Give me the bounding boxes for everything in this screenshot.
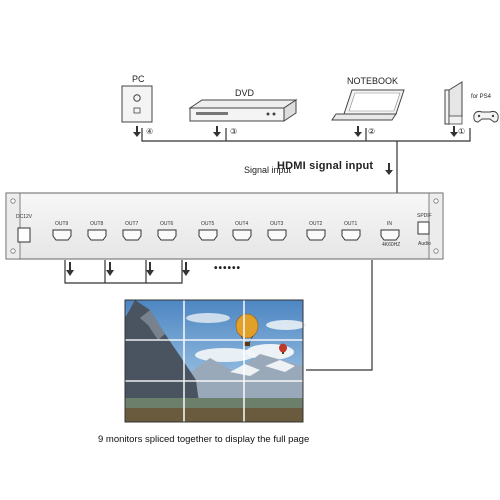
source-number-4: ④ <box>146 127 154 136</box>
source-arrows <box>133 126 458 137</box>
notebook-label: NOTEBOOK <box>347 76 399 86</box>
caption-text: 9 monitors spliced together to display t… <box>98 434 310 445</box>
more-outputs-dots: •••••• <box>214 263 242 274</box>
out9-label: OUT9 <box>55 221 69 227</box>
hdmi-port-out4 <box>232 229 252 241</box>
hdmi-signal-input-label: HDMI signal input <box>277 160 374 172</box>
ps4-label: for PS4 <box>471 94 492 100</box>
hdmi-output-ports <box>52 229 400 241</box>
balloon-large <box>235 313 259 339</box>
source-number-3: ③ <box>230 127 238 136</box>
out8-label: OUT8 <box>90 221 104 227</box>
dc-power-label: DC12V <box>16 214 33 220</box>
hdmi-port-out1 <box>341 229 361 241</box>
out1-label: OUT1 <box>344 221 358 227</box>
output-arrows <box>66 262 190 276</box>
hdmi-port-out8 <box>87 229 107 241</box>
output-connection-lines <box>64 260 373 371</box>
hdmi-port-out7 <box>122 229 142 241</box>
source-number-2: ② <box>368 127 376 136</box>
hdmi-input-arrow <box>385 163 393 175</box>
out5-label: OUT5 <box>201 221 215 227</box>
dc-power-port <box>17 227 31 243</box>
video-wall <box>124 299 306 423</box>
signal-input-label: Signal input <box>244 165 292 175</box>
out2-label: OUT2 <box>309 221 323 227</box>
pc-label: PC <box>132 74 145 84</box>
spdif-port <box>417 221 430 235</box>
controller-panel <box>5 192 444 260</box>
dvd-player-icon <box>188 99 298 122</box>
hdmi-port-out6 <box>157 229 177 241</box>
out3-label: OUT3 <box>270 221 284 227</box>
pc-icon <box>121 85 153 123</box>
notebook-icon <box>331 89 405 121</box>
out6-label: OUT6 <box>160 221 174 227</box>
hdmi-port-in <box>380 229 400 241</box>
hdmi-port-out9 <box>52 229 72 241</box>
hdmi-port-out3 <box>267 229 287 241</box>
out7-label: OUT7 <box>125 221 139 227</box>
in-resolution-label: 4K60HZ <box>382 242 401 248</box>
balloon-small <box>279 343 287 353</box>
hdmi-port-out2 <box>306 229 326 241</box>
hdmi-port-out5 <box>198 229 218 241</box>
ps4-console-icon <box>444 81 463 125</box>
game-controller-icon <box>473 110 499 123</box>
spdif-label: SPDIF <box>417 213 432 219</box>
audio-label: Audio <box>418 241 431 247</box>
in-label: IN <box>387 221 392 227</box>
source-number-1: ① <box>458 127 466 136</box>
out4-label: OUT4 <box>235 221 249 227</box>
source-bus-lines <box>141 128 471 193</box>
dvd-label: DVD <box>235 88 255 98</box>
